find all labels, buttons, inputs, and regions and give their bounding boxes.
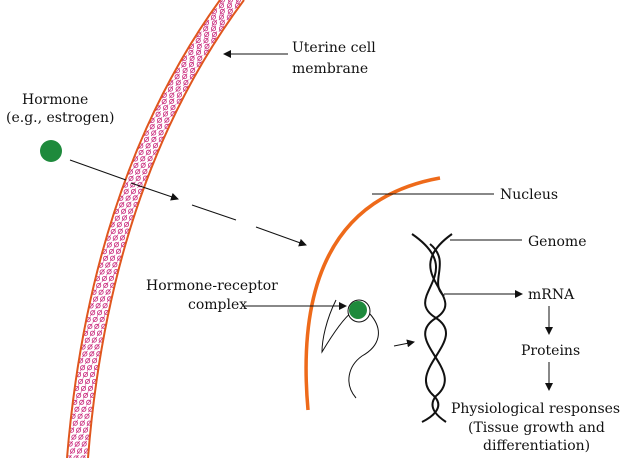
membrane-lipid-pattern [67, 0, 242, 458]
response-label-line1: Physiological responses [451, 401, 620, 417]
complex-label-line1: Hormone-receptor [146, 278, 278, 294]
uterine-cell-membrane [66, 0, 245, 458]
response-label-line2: (Tissue growth and [468, 420, 605, 436]
hormone-receptor-complex-icon [321, 299, 379, 399]
nucleus-envelope [304, 176, 441, 411]
mrna-label: mRNA [528, 287, 575, 303]
hormone-path-arrow [69, 159, 307, 247]
complex-label-line2: complex [188, 297, 247, 313]
genome-label: Genome [528, 234, 586, 250]
hormone-molecule-icon [40, 140, 62, 162]
nucleus-label: Nucleus [500, 187, 558, 203]
hormone-label-line1: Hormone [22, 92, 88, 108]
complex-to-dna-arrow [393, 339, 415, 348]
membrane-inner-edge [87, 0, 245, 458]
genome-dna-helix [411, 233, 453, 423]
membrane-label-line2: membrane [292, 61, 368, 77]
proteins-label: Proteins [521, 343, 580, 359]
membrane-outer-edge [66, 0, 221, 458]
hormone-label-line2: (e.g., estrogen) [6, 110, 114, 126]
membrane-label-line1: Uterine cell [292, 40, 376, 56]
response-label-line3: differentiation) [483, 438, 590, 454]
